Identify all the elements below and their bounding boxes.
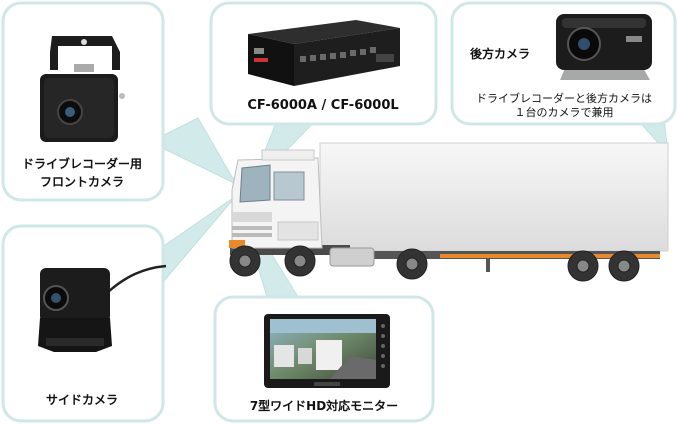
side-camera-label: サイドカメラ bbox=[46, 393, 118, 407]
truck-illustration bbox=[229, 142, 669, 282]
cab-side-window bbox=[273, 171, 305, 201]
recorder-model-label: CF-6000A / CF-6000L bbox=[247, 98, 398, 113]
pointer-front-camera bbox=[148, 117, 238, 186]
cab-roof bbox=[261, 149, 315, 161]
rear-camera-note-1: ドライブレコーダーと後方カメラは bbox=[476, 91, 652, 105]
front-camera-label-1: ドライブレコーダー用 bbox=[22, 156, 142, 171]
monitor-label: 7型ワイドHD対応モニター bbox=[250, 398, 398, 413]
side-camera-image bbox=[38, 264, 167, 352]
rear-camera-image bbox=[556, 14, 652, 80]
pointer-side-camera bbox=[157, 195, 237, 290]
recorder-unit-image bbox=[248, 20, 400, 86]
front-camera-image bbox=[40, 36, 125, 142]
rear-camera-note-2: １台のカメラで兼用 bbox=[515, 105, 614, 119]
cab-windshield bbox=[239, 164, 271, 203]
rear-camera-title: 後方カメラ bbox=[470, 46, 530, 61]
trailer-stripe bbox=[440, 254, 660, 258]
front-camera-label-2: フロントカメラ bbox=[40, 175, 124, 189]
trailer-box bbox=[319, 142, 669, 252]
truck-wheels bbox=[229, 245, 640, 282]
monitor-image bbox=[264, 314, 390, 388]
